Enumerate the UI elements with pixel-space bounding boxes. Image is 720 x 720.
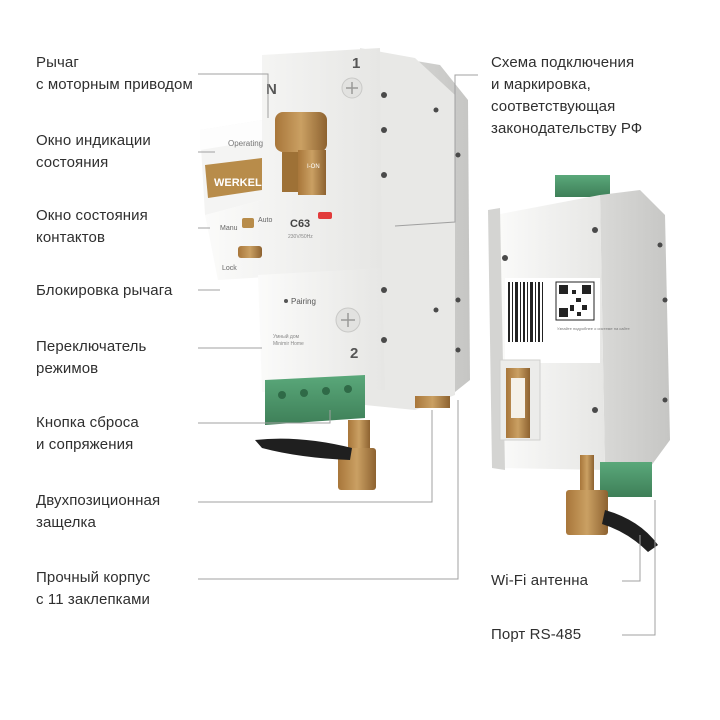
rivets-side bbox=[502, 227, 668, 413]
lever-shaft bbox=[298, 150, 326, 195]
qr-caption: Узнайте подробнее о системе на сайте bbox=[557, 326, 631, 331]
auto-label: Auto bbox=[258, 217, 273, 224]
leader-antenna bbox=[622, 535, 641, 582]
label-mode-switch-line1: Переключатель bbox=[36, 338, 147, 355]
label-mode-switch-line2: режимов bbox=[36, 360, 99, 377]
label-marking-line1: Схема подключения bbox=[491, 54, 635, 71]
antenna-base-front bbox=[348, 420, 370, 450]
label-latch: Двухпозиционная защелка bbox=[36, 490, 160, 534]
label-body-line2: с 11 заклепками bbox=[36, 591, 150, 608]
side-device: Узнайте подробнее о системе на сайте bbox=[488, 175, 670, 552]
front-device-face-lower bbox=[258, 268, 385, 392]
rating-label: C63 bbox=[290, 218, 310, 230]
label-wifi-antenna-line1: Wi-Fi антенна bbox=[491, 572, 589, 589]
label-contact-window-line1: Окно состояния bbox=[36, 207, 148, 224]
label-motor-lever: Рычаг с моторным приводом bbox=[36, 52, 193, 96]
leader-marking bbox=[394, 74, 478, 227]
label-motor-lever-line1: Рычаг bbox=[36, 54, 79, 71]
label-marking-line2: и маркировка, bbox=[491, 76, 591, 93]
label-marking-line3: соответствующая bbox=[491, 98, 616, 115]
leader-reset bbox=[198, 410, 331, 424]
label-motor-lever-line2: с моторным приводом bbox=[36, 76, 193, 93]
leader-rs485 bbox=[622, 500, 656, 636]
terminal-n-label: N bbox=[266, 81, 277, 98]
rs485-terminal-front bbox=[265, 375, 365, 425]
wifi-antenna-side bbox=[602, 510, 658, 552]
label-reset-button-line1: Кнопка сброса bbox=[36, 414, 139, 431]
rivets-front bbox=[381, 92, 461, 353]
status-indicator bbox=[318, 212, 332, 219]
label-marking-line4: законодательству РФ bbox=[491, 120, 643, 137]
wifi-antenna-front bbox=[255, 438, 352, 460]
label-wifi-antenna: Wi-Fi антенна bbox=[491, 570, 588, 592]
leader-latch bbox=[198, 410, 433, 503]
ecosystem-brand: Minimir Home bbox=[273, 341, 304, 347]
pairing-button bbox=[284, 299, 288, 303]
label-latch-line1: Двухпозиционная bbox=[36, 492, 161, 509]
label-body-line1: Прочный корпус bbox=[36, 569, 151, 586]
label-lever-lock-line1: Блокировка рычага bbox=[36, 282, 173, 299]
on-mark: I-ON bbox=[307, 164, 320, 170]
rs485-terminal-top bbox=[555, 175, 610, 197]
voltage-label: 230V/50Hz bbox=[288, 234, 313, 240]
label-marking: Схема подключения и маркировка, соответс… bbox=[491, 52, 642, 140]
label-rs485-port: Порт RS-485 bbox=[491, 624, 581, 646]
label-status-window-line2: состояния bbox=[36, 154, 109, 171]
rs485-terminal-side bbox=[600, 462, 652, 497]
manu-label: Manu bbox=[220, 225, 238, 232]
terminal-2-label: 2 bbox=[350, 345, 358, 362]
barcode bbox=[508, 282, 543, 342]
label-body: Прочный корпус с 11 заклепками bbox=[36, 567, 150, 611]
brand-text: WERKEL bbox=[214, 177, 262, 189]
pairing-label: Pairing bbox=[291, 297, 316, 306]
qr-code bbox=[555, 281, 595, 321]
ecosystem-label: Умный дом bbox=[273, 333, 300, 340]
label-status-window: Окно индикации состояния bbox=[36, 130, 151, 174]
label-status-window-line1: Окно индикации bbox=[36, 132, 151, 149]
label-lever-lock: Блокировка рычага bbox=[36, 280, 172, 302]
label-reset-button-line2: и сопряжения bbox=[36, 436, 134, 453]
label-contact-window-line2: контактов bbox=[36, 229, 106, 246]
lock-label: Lock bbox=[222, 265, 237, 272]
lever-lock bbox=[238, 246, 262, 258]
leader-lines bbox=[198, 73, 656, 636]
leader-lever bbox=[198, 73, 269, 118]
front-device: WERKEL Operating I-ON N 1 Manu Auto Lock… bbox=[200, 48, 470, 490]
mode-switch bbox=[242, 218, 254, 228]
motor-lever bbox=[275, 112, 327, 152]
antenna-base-side bbox=[566, 490, 608, 535]
label-contact-window: Окно состояния контактов bbox=[36, 205, 148, 249]
operating-text: Operating bbox=[228, 139, 263, 148]
din-latch bbox=[415, 396, 450, 408]
terminal-1-label: 1 bbox=[352, 55, 360, 72]
label-reset-button: Кнопка сброса и сопряжения bbox=[36, 412, 139, 456]
label-latch-line2: защелка bbox=[36, 514, 96, 531]
brand-plate bbox=[205, 158, 262, 198]
label-mode-switch: Переключатель режимов bbox=[36, 336, 146, 380]
leader-body bbox=[198, 400, 459, 580]
label-rs485-port-line1: Порт RS-485 bbox=[491, 626, 582, 643]
